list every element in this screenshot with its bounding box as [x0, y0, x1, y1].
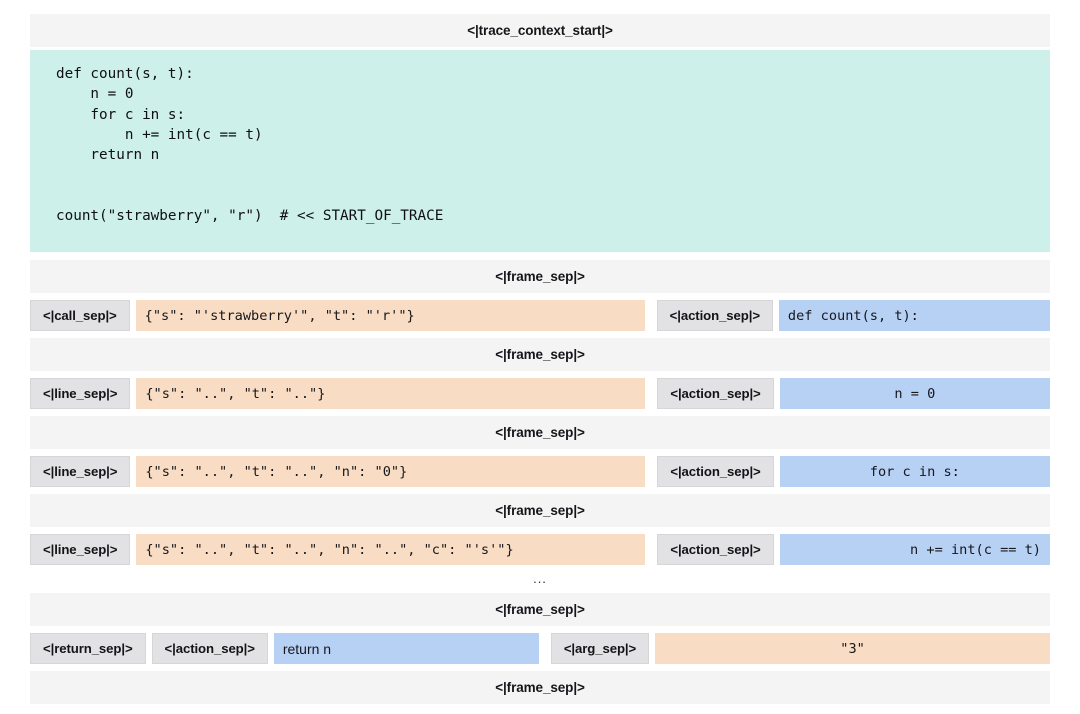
spacer	[30, 664, 1050, 671]
line-sep-tag: <|line_sep|>	[30, 534, 131, 565]
args-cell: {"s": "..", "t": "..", "n": "0"}	[136, 456, 646, 487]
args-cell: {"s": "..", "t": "..", "n": "..", "c": "…	[136, 534, 646, 565]
return-value-cell: "3"	[655, 633, 1050, 664]
frame-sep-banner-5: <|frame_sep|>	[30, 593, 1050, 626]
trace-row-1: <|call_sep|> {"s": "'strawberry'", "t": …	[30, 300, 1050, 331]
trace-row-3: <|line_sep|> {"s": "..", "t": "..", "n":…	[30, 456, 1050, 487]
action-cell: def count(s, t):	[778, 300, 1050, 331]
action-cell: n += int(c == t)	[779, 534, 1050, 565]
code-context-block: def count(s, t): n = 0 for c in s: n += …	[30, 50, 1050, 252]
trace-row-2: <|line_sep|> {"s": "..", "t": ".."} <|ac…	[30, 378, 1050, 409]
action-cell: for c in s:	[779, 456, 1050, 487]
trace-row-return: <|return_sep|> <|action_sep|> return n <…	[30, 633, 1050, 664]
action-sep-tag: <|action_sep|>	[657, 534, 774, 565]
line-sep-tag: <|line_sep|>	[30, 456, 131, 487]
frame-sep-banner-1: <|frame_sep|>	[30, 260, 1050, 293]
frame-sep-banner-2: <|frame_sep|>	[30, 338, 1050, 371]
action-sep-tag: <|action_sep|>	[151, 633, 268, 664]
args-cell: {"s": "..", "t": ".."}	[136, 378, 646, 409]
action-cell: return n	[273, 633, 539, 664]
frame-sep-banner-4: <|frame_sep|>	[30, 494, 1050, 527]
code-context-source: def count(s, t): n = 0 for c in s: n += …	[56, 66, 444, 225]
action-sep-tag: <|action_sep|>	[657, 378, 774, 409]
frame-sep-banner-6: <|frame_sep|>	[30, 671, 1050, 704]
spacer	[30, 527, 1050, 534]
spacer	[30, 252, 1050, 260]
spacer	[30, 487, 1050, 494]
action-sep-tag: <|action_sep|>	[657, 456, 774, 487]
truncation-ellipsis: ...	[30, 565, 1050, 593]
spacer	[30, 371, 1050, 378]
args-cell: {"s": "'strawberry'", "t": "'r'"}	[135, 300, 645, 331]
action-cell: n = 0	[779, 378, 1050, 409]
spacer	[30, 293, 1050, 300]
spacer	[30, 449, 1050, 456]
spacer	[30, 331, 1050, 338]
action-sep-tag: <|action_sep|>	[656, 300, 773, 331]
trace-context-start-banner: <|trace_context_start|>	[30, 14, 1050, 47]
trace-row-4: <|line_sep|> {"s": "..", "t": "..", "n":…	[30, 534, 1050, 565]
line-sep-tag: <|line_sep|>	[30, 378, 131, 409]
return-sep-tag: <|return_sep|>	[30, 633, 146, 664]
call-sep-tag: <|call_sep|>	[30, 300, 130, 331]
spacer	[30, 626, 1050, 633]
frame-sep-banner-3: <|frame_sep|>	[30, 416, 1050, 449]
arg-sep-tag: <|arg_sep|>	[550, 633, 650, 664]
spacer	[30, 409, 1050, 416]
